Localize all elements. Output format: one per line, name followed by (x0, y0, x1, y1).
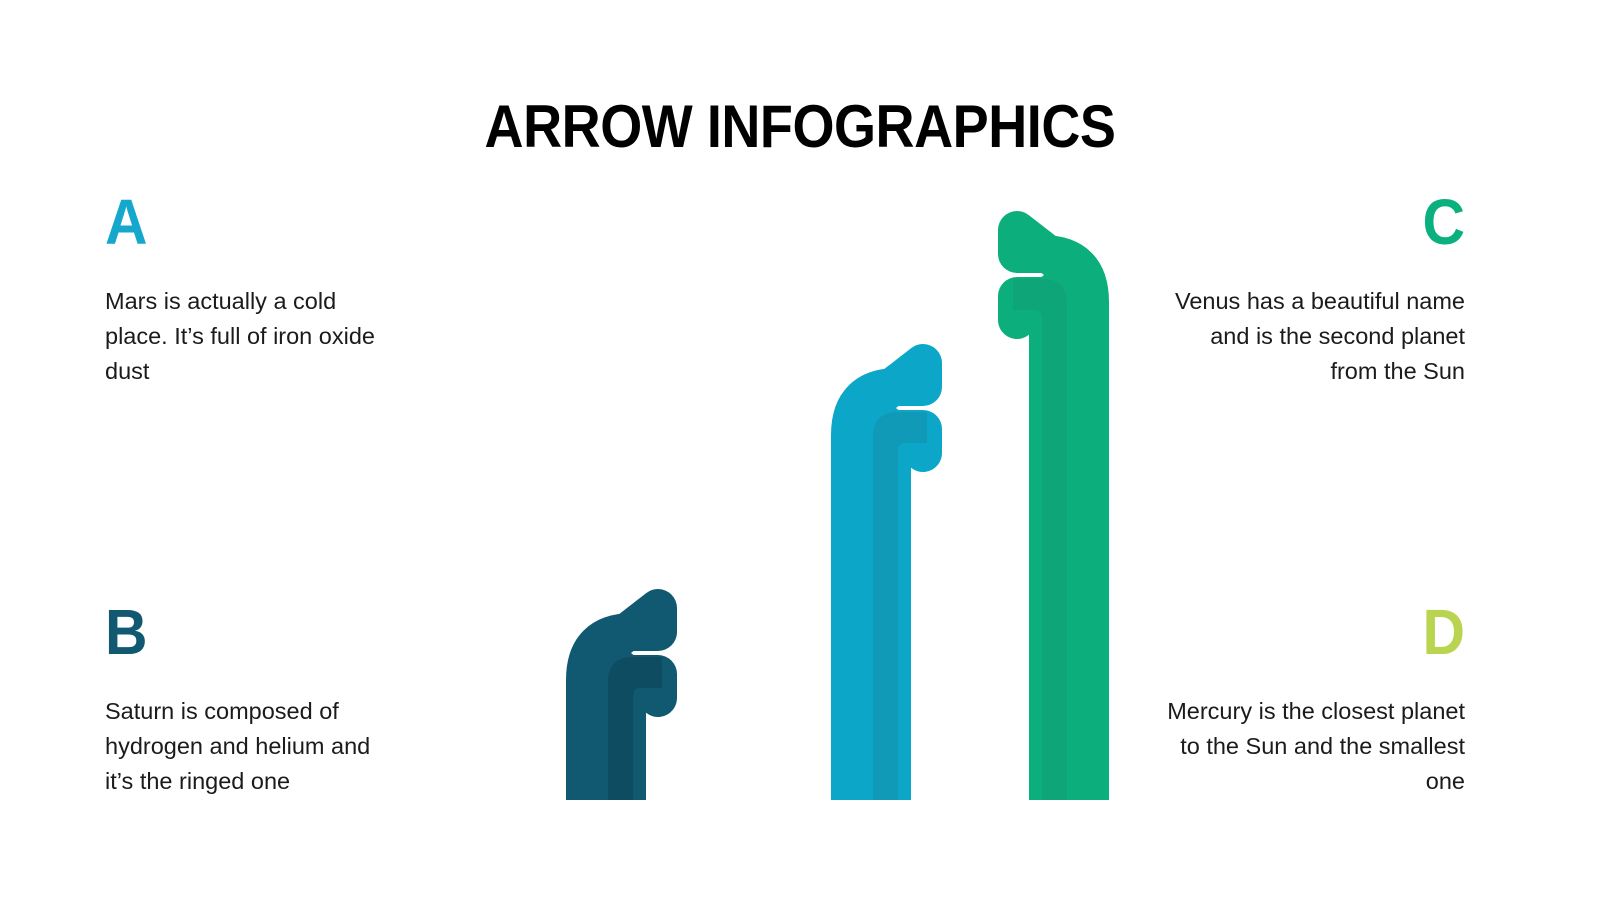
arrow-chart-graphic (430, 180, 1150, 800)
legend-description-b: Saturn is composed of hydrogen and heliu… (105, 698, 371, 794)
legend-block-a: A Mars is actually a cold place. It’s fu… (105, 190, 405, 389)
legend-letter-b: B (105, 596, 148, 668)
legend-letter-c: C (1422, 186, 1465, 258)
legend-description-a: Mars is actually a cold place. It’s full… (105, 288, 375, 384)
legend-letter-d: D (1422, 596, 1465, 668)
arrow-b-dark-teal (566, 589, 677, 800)
arrow-a-cyan (831, 344, 942, 800)
legend-description-d: Mercury is the closest planet to the Sun… (1167, 698, 1465, 794)
legend-block-b: B Saturn is composed of hydrogen and hel… (105, 600, 405, 799)
page-title: ARROW INFOGRAPHICS (484, 93, 1116, 160)
legend-letter-a: A (105, 186, 148, 258)
arrow-a-bend-shadow (873, 412, 927, 800)
legend-block-c: C Venus has a beautiful name and is the … (1165, 190, 1465, 389)
legend-description-c: Venus has a beautiful name and is the se… (1174, 288, 1465, 384)
arrow-c-green (998, 211, 1109, 800)
arrow-c-bend-shadow (1013, 279, 1067, 800)
arrow-b-bend-shadow (608, 657, 662, 800)
legend-block-d: D Mercury is the closest planet to the S… (1165, 600, 1465, 799)
